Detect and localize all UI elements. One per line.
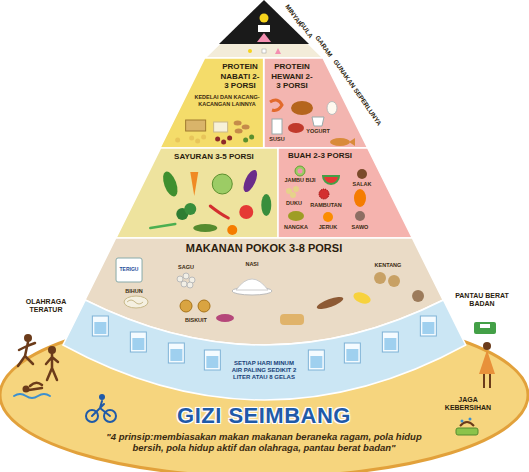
air-band: SETIAP HARI MINUM AIR PALING SEDIKIT 2 L… [63, 300, 466, 400]
item-label: BISKUIT [178, 317, 214, 324]
item-label: YOGURT [303, 128, 333, 135]
sayuran-band: SAYURAN 3-5 PORSI [116, 148, 278, 238]
item-label: TERIGU [116, 266, 142, 272]
annotation-label: PANTAU BERAT BADAN [453, 292, 511, 309]
band-fill [116, 148, 278, 238]
band-shape [264, 58, 368, 148]
band-fill [264, 58, 368, 148]
buah-band: BUAH 2-3 PORSI JAMBU BIJI SALAK DUKURAMBUTA… [278, 148, 412, 238]
food-illustration [150, 168, 271, 235]
protein-hewani-band: PROTEIN HEWANI 2-3 PORSI SUSU YOGURT [264, 58, 368, 148]
band-heading: SAYURAN 3-5 PORSI [159, 152, 269, 162]
band-heading: PROTEIN HEWANI 2-3 PORSI [270, 62, 314, 91]
band-shape [116, 148, 278, 238]
item-label: NANGKA [281, 224, 311, 231]
item-label: KEDELAI DAN KACANG-KACANGAN LAINNYA [191, 94, 263, 107]
protein-nabati-band: PROTEIN NABATI 2-3 PORSI KEDELAI DAN KACA… [160, 58, 264, 148]
band-fill [63, 300, 466, 400]
item-label: NASI [237, 261, 267, 268]
item-label: JAMBU BIJI [280, 177, 320, 184]
item-label: SAGU [171, 264, 201, 271]
food-illustration [116, 258, 424, 325]
main-title: GIZI SEIMBANG [134, 403, 394, 429]
annotation-label: OLAHRAGA TERATUR [16, 298, 76, 315]
band-heading: MAKANAN POKOK 3-8 PORSI [164, 242, 364, 255]
exercise-figures [14, 334, 58, 398]
item-label: KENTANG [368, 262, 408, 269]
pyramid-tip [205, 0, 323, 58]
bicycle-icon [86, 394, 116, 422]
band-heading: BUAH 2-3 PORSI [285, 151, 355, 161]
food-illustration [175, 120, 254, 145]
band-heading: PROTEIN NABATI 2-3 PORSI [219, 62, 261, 91]
weight-scale-icon [474, 322, 496, 388]
food-illustration [286, 166, 367, 222]
annotation-label: GULA [298, 20, 315, 40]
band-heading: SETIAP HARI MINUM AIR PALING SEDIKIT 2 L… [230, 360, 298, 382]
item-label: RAMBUTAN [306, 202, 346, 209]
annotation-label: GARAM [314, 34, 334, 59]
band-shape [63, 300, 466, 400]
band-fill [278, 148, 412, 238]
item-label: BIHUN [119, 288, 149, 295]
item-label: SALAK [349, 181, 375, 188]
item-label: SAWO [348, 224, 372, 231]
annotation-label: JAGA KEBERSIHAN [437, 396, 499, 413]
item-label: DUKU [282, 200, 306, 207]
handwash-icon [456, 418, 478, 436]
item-label: JERUK [315, 224, 341, 231]
band-fill [160, 58, 264, 148]
caption-text: "4 prinsip:membiasakan makan makanan ber… [99, 431, 429, 454]
item-label: SUSU [265, 136, 289, 143]
